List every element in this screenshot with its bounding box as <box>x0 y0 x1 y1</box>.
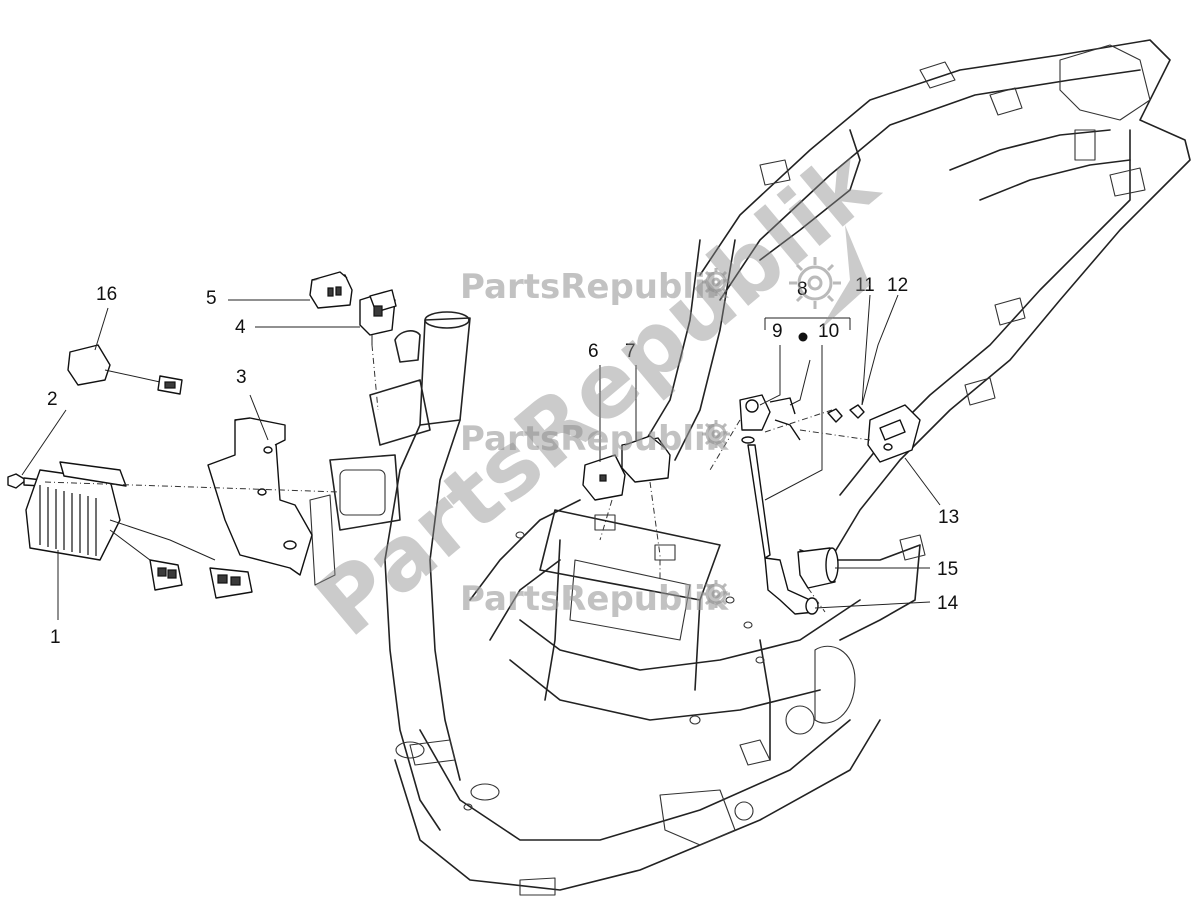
reference-dot <box>798 332 808 342</box>
leader-lines <box>21 294 941 620</box>
callout-3: 3 <box>236 367 247 388</box>
callout-5: 5 <box>206 288 217 309</box>
callout-11: 11 <box>855 275 875 296</box>
callout-7: 7 <box>625 341 636 362</box>
callout-2: 2 <box>47 389 58 410</box>
callout-6: 6 <box>588 341 599 362</box>
callout-12: 12 <box>887 275 908 296</box>
watermark-swoosh <box>820 225 870 330</box>
callout-14: 14 <box>937 593 959 614</box>
callout-1: 1 <box>50 627 61 648</box>
callout-15: 15 <box>937 559 958 580</box>
gear-icon <box>702 268 730 296</box>
part-16-sensor <box>67 344 183 395</box>
callout-8: 8 <box>797 279 808 300</box>
part-4-relay <box>359 289 397 345</box>
watermark-text-middle: PartsRepublik <box>460 419 730 459</box>
scooter-frame <box>309 39 1191 896</box>
part-1-voltage-regulator <box>25 461 253 599</box>
part-3-bracket <box>207 417 313 576</box>
gear-icon <box>789 257 841 309</box>
part-11-12-13-switch <box>827 404 921 463</box>
callout-numbers: 1 2 3 4 5 6 7 8 9 10 11 12 13 14 15 16 <box>47 275 959 648</box>
gear-icon <box>702 580 730 608</box>
callout-16: 16 <box>96 284 117 305</box>
part-5-connector-cap <box>309 271 353 309</box>
callout-4: 4 <box>235 317 246 338</box>
callout-10: 10 <box>818 321 839 342</box>
gear-icon <box>702 420 730 448</box>
part-6-relay <box>582 454 626 501</box>
callout-13: 13 <box>938 507 959 528</box>
watermark-text-top: PartsRepublik <box>460 267 730 307</box>
callout-9: 9 <box>772 321 783 342</box>
watermark-text-bottom: PartsRepublik <box>460 579 730 619</box>
part-15-bushing <box>797 547 839 589</box>
part-7-relay <box>621 435 671 483</box>
